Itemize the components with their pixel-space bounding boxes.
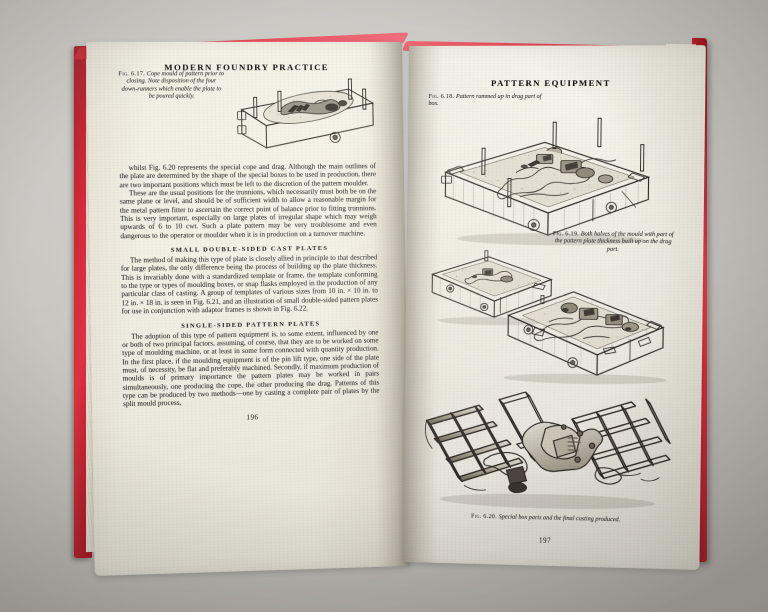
fig-6-20-label: Fig. 6.20. — [471, 513, 498, 521]
fig-6-18-label: Fig. 6.18. — [428, 93, 455, 101]
fig-6-20-illustration — [419, 386, 674, 514]
section-1-paragraph-1: The method of making this type of plate … — [120, 253, 378, 316]
fig-6-20-caption-text: Special box parts and the final casting … — [498, 514, 621, 524]
left-page-folio: 196 — [246, 412, 259, 422]
fig-6-17-cope-mould-illustration — [229, 67, 378, 158]
fig-6-18-caption: Fig. 6.18. Pattern rammed up in drag par… — [428, 94, 549, 109]
open-book: MODERN FOUNDRY PRACTICE Fig. 6.17. Cope … — [52, 18, 720, 576]
right-running-head: PATTERN EQUIPMENT — [490, 77, 611, 88]
fig-6-19-label: Fig. 6.19. — [552, 231, 580, 238]
paragraph-2: These are the usual positions for the tr… — [119, 187, 377, 241]
fig-6-18-illustration — [423, 114, 678, 247]
right-page: PATTERN EQUIPMENT Fig. 6.18. Pattern ram… — [402, 45, 706, 571]
fig-6-19-illustration — [421, 248, 676, 387]
right-page-folio: 197 — [538, 536, 552, 545]
paragraph-1: whilst Fig. 6.20 represents the special … — [119, 162, 377, 190]
left-page-text-column: whilst Fig. 6.20 represents the special … — [119, 162, 380, 424]
section-2-paragraph-1: The adoption of this type of pattern equ… — [122, 327, 380, 409]
fig-6-17-caption: Fig. 6.17. Cope mould of pattern prior t… — [118, 71, 225, 101]
fig-6-20-caption: Fig. 6.20. Special box parts and the fin… — [419, 512, 673, 526]
left-page: MODERN FOUNDRY PRACTICE Fig. 6.17. Cope … — [86, 41, 411, 576]
fig-6-17-label: Fig. 6.17. — [118, 71, 146, 78]
